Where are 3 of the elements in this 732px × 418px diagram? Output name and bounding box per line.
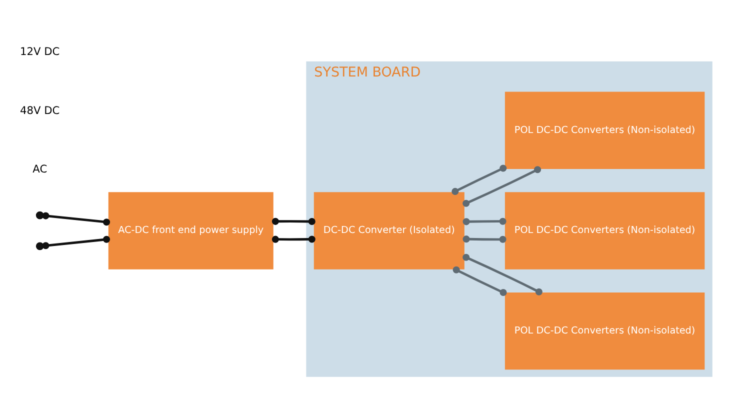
label: 48V DC — [20, 103, 60, 116]
label: AC — [32, 162, 48, 176]
label: 12V DC — [20, 44, 60, 58]
